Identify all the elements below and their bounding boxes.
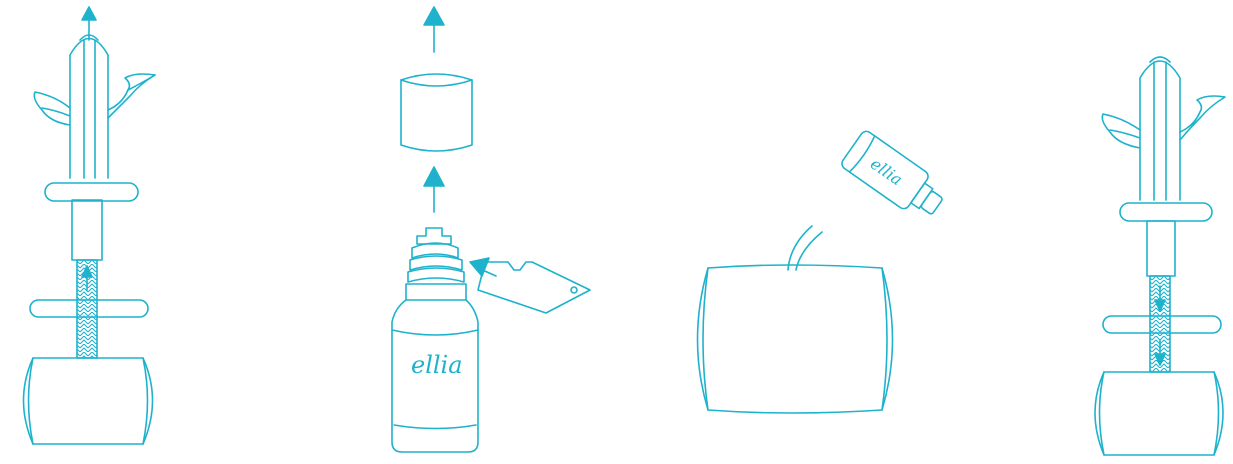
cap-lift-arrow-icon	[424, 7, 444, 52]
opening-tool-icon	[478, 262, 590, 313]
dropper-lift-arrow-icon	[424, 167, 444, 212]
step-4-illustration	[1095, 57, 1225, 455]
step-3-illustration: ellia	[698, 129, 951, 413]
step-2-illustration: ellia	[392, 7, 590, 452]
base-pot-icon	[24, 358, 153, 444]
bottle-cap-icon	[401, 74, 472, 151]
insert-tool-arrow-icon	[470, 258, 496, 276]
receiving-pot-icon	[698, 265, 893, 413]
tilted-bottle-icon: ellia	[840, 129, 950, 225]
bottle-brand-label: ellia	[411, 351, 463, 379]
cactus-top-icon	[34, 35, 155, 260]
tilted-bottle-brand-label: ellia	[867, 154, 906, 189]
step-1-illustration	[24, 7, 156, 444]
base-pot-icon-2	[1095, 372, 1223, 455]
oil-stream	[788, 226, 812, 270]
oil-bottle-icon: ellia	[392, 300, 478, 452]
cactus-top-icon-2	[1102, 57, 1225, 276]
